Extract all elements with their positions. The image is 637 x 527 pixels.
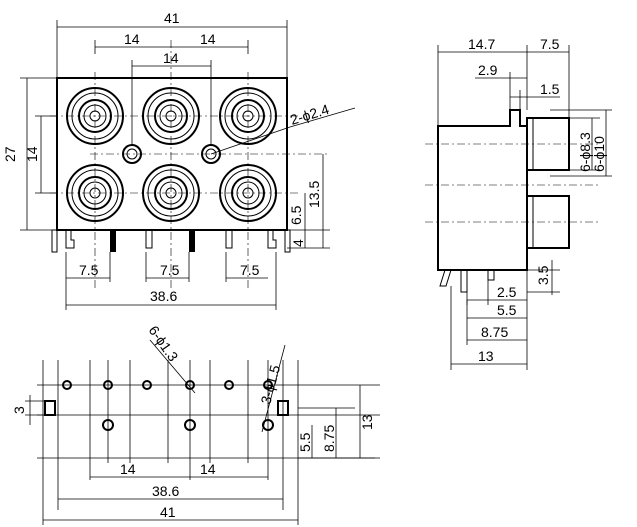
pcb-dim-41: 41 [160,504,176,520]
dim-dia-8-3: 6-ϕ8.3 [577,132,593,172]
mount-hole-label: 2-ϕ2.4 [288,101,331,128]
pcb-dim-3: 3 [11,406,27,414]
side-view: 14.7 7.5 2.9 1.5 6-ϕ8.3 6-ϕ10 3.5 2.5 5.… [425,36,612,370]
dim-14-a: 14 [124,31,140,47]
dim-14-7: 14.7 [468,36,495,52]
dim-8-75-side: 8.75 [481,324,508,340]
front-pins [51,229,291,253]
pcb-dim-14-b: 14 [200,461,216,477]
side-body-outline [437,109,528,271]
pcb-dim-8-75: 8.75 [321,425,337,452]
dim-14-vert: 14 [24,146,40,162]
pcb-hole-label-6: 6-ϕ1.3 [146,323,182,365]
dim-5-5-side: 5.5 [497,302,517,318]
pcb-view: 6-ϕ1.3 3-ϕ1.5 3 5.5 8.75 13 14 14 38.6 4… [11,323,380,525]
dim-dia-10: 6-ϕ10 [591,136,607,172]
dim-14-center: 14 [163,50,179,66]
dim-7-5-side: 7.5 [540,36,560,52]
dim-38-6: 38.6 [150,288,177,304]
dim-7-5-b: 7.5 [160,262,180,278]
pcb-hole-label-3: 3-ϕ1.5 [257,363,283,406]
pcb-dim-5-5: 5.5 [297,432,313,452]
pcb-holes [44,380,289,431]
dim-4: 4 [290,239,306,247]
dim-41: 41 [164,10,180,26]
dim-6-5: 6.5 [288,205,304,225]
dim-13-side: 13 [478,348,494,364]
dim-7-5-a: 7.5 [79,262,99,278]
dim-7-5-c: 7.5 [240,262,260,278]
rca-jack [219,87,277,145]
dim-14-b: 14 [200,31,216,47]
dim-13-5: 13.5 [306,181,322,208]
rca-jack [142,87,200,145]
pcb-dim-38-6: 38.6 [152,483,179,499]
rca-jack [142,164,200,222]
rca-jack [219,164,277,222]
front-view: 2-ϕ2.4 41 14 14 14 27 [2,10,356,310]
pcb-dim-13: 13 [359,414,375,430]
dim-2-5: 2.5 [497,284,517,300]
pcb-dim-14-a: 14 [120,461,136,477]
rca-jack [66,164,124,222]
dim-3-5: 3.5 [535,265,551,285]
dim-1-5: 1.5 [540,81,560,97]
dim-2-9: 2.9 [478,62,498,78]
dim-27: 27 [2,146,18,162]
rca-jack [66,87,124,145]
